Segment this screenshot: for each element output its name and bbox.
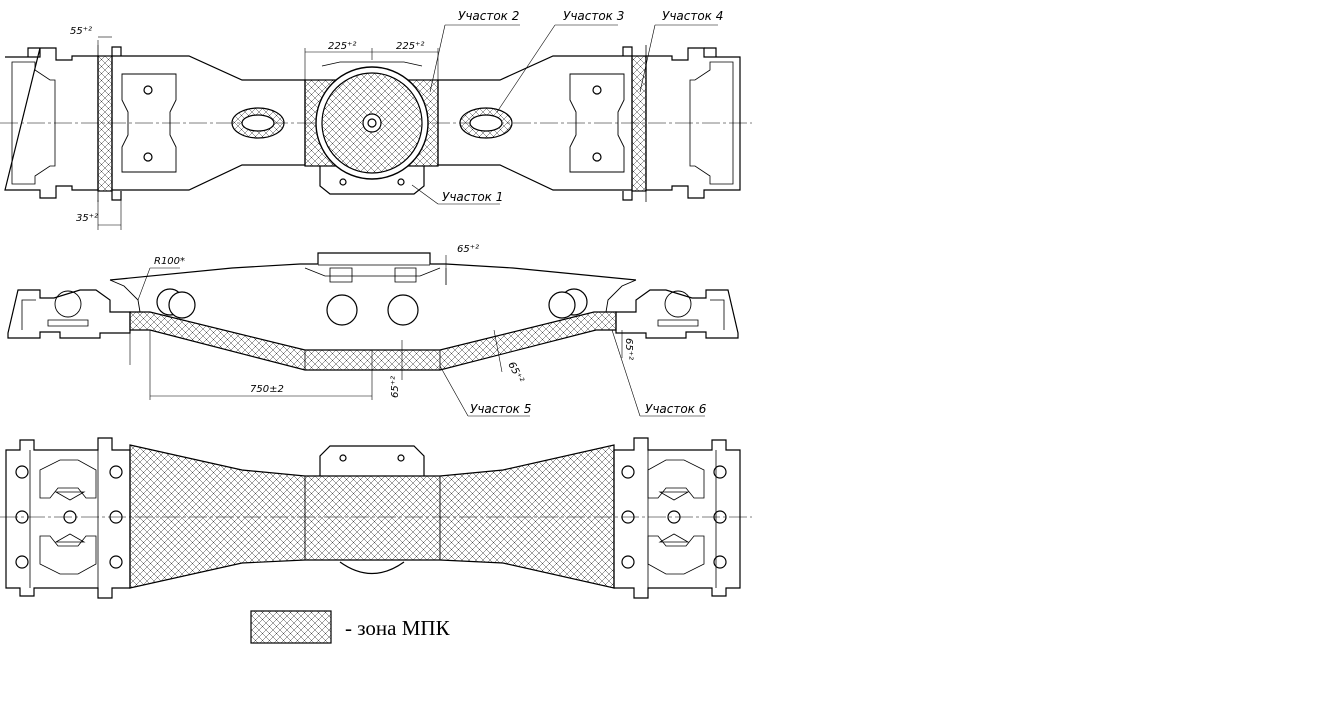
side-left-end (7, 289, 131, 339)
top-view (0, 24, 752, 230)
top-right-hatch-zone (631, 55, 647, 192)
dim-225-left: 225⁺² (328, 41, 356, 52)
side-view (7, 252, 739, 417)
dim-750: 750±2 (250, 384, 284, 395)
side-hatch-zone (129, 311, 617, 371)
dim-65-right: 65⁺² (623, 338, 634, 360)
side-right-end (615, 289, 739, 339)
bottom-view (0, 437, 752, 599)
dim-65-top: 65⁺² (457, 244, 479, 255)
label-section-5: Участок 5 (470, 402, 531, 416)
top-right-end-box (645, 47, 741, 199)
bottom-left-end (5, 437, 131, 599)
dim-65-slope: 65⁺² (505, 360, 525, 385)
dim-35: 35⁺² (76, 213, 98, 224)
label-section-3: Участок 3 (563, 9, 624, 23)
label-section-1: Участок 1 (442, 190, 503, 204)
legend-swatch (250, 610, 332, 644)
bottom-right-end (613, 437, 741, 599)
dim-r100: R100* (154, 256, 185, 267)
label-section-2: Участок 2 (458, 9, 519, 23)
legend: - зона МПК (250, 610, 451, 644)
label-section-6: Участок 6 (645, 402, 707, 416)
dim-55: 55⁺² (70, 26, 92, 37)
bottom-hatch-zone (129, 444, 615, 589)
legend-text: - зона МПК (345, 616, 451, 640)
dim-65-bottom: 65⁺² (390, 376, 401, 398)
top-left-end-box (4, 47, 99, 199)
label-section-4: Участок 4 (662, 9, 723, 23)
dim-225-right: 225⁺² (396, 41, 424, 52)
top-left-hatch-zone (97, 55, 113, 192)
